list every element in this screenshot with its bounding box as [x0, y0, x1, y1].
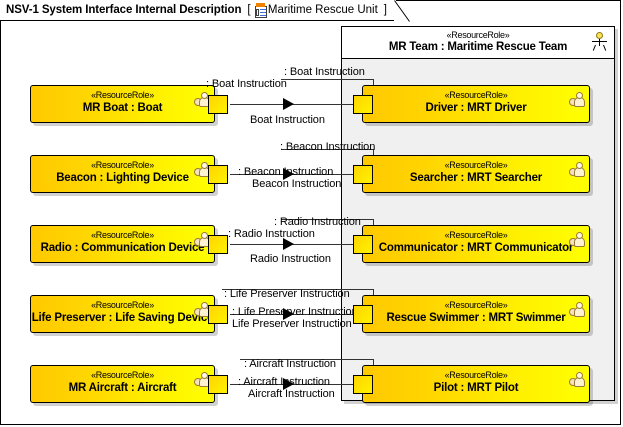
port-mr-boat[interactable]: [208, 95, 228, 114]
connector-label-top-3: : Radio Instruction: [274, 216, 361, 228]
part-stereotype: «ResourceRole»: [91, 370, 154, 380]
part-stereotype: «ResourceRole»: [444, 230, 508, 240]
part-stereotype: «ResourceRole»: [444, 90, 508, 100]
role-icon: [569, 232, 587, 248]
port-life-preserver[interactable]: [208, 305, 228, 324]
connector-arrow-2: [283, 168, 294, 180]
connector-wire-5[interactable]: [230, 384, 362, 385]
part-name: Searcher : MRT Searcher: [409, 172, 543, 184]
port-beacon[interactable]: [208, 165, 228, 184]
connector-label-bottom-3: Radio Instruction: [250, 253, 331, 265]
part-radio[interactable]: «ResourceRole» Radio : Communication Dev…: [30, 225, 215, 263]
part-rescue-swimmer[interactable]: «ResourceRole» Rescue Swimmer : MRT Swim…: [362, 295, 590, 333]
role-icon: [569, 92, 587, 108]
connector-arrow-4: [283, 308, 294, 320]
connector-label-source-2: : Beacon Instruction: [238, 166, 334, 178]
part-driver[interactable]: «ResourceRole» Driver : MRT Driver: [362, 85, 590, 123]
part-life-preserver[interactable]: «ResourceRole» Life Preserver : Life Sav…: [30, 295, 215, 333]
container-mr-team[interactable]: «ResourceRole» MR Team : Maritime Rescue…: [341, 26, 615, 401]
connector-label-source-3: : Radio Instruction: [228, 228, 315, 240]
role-icon: [569, 162, 587, 178]
connector-label-source-1: : Boat Instruction: [206, 78, 287, 90]
part-name: Communicator : MRT Communicator: [378, 242, 574, 254]
container-name: MR Team : Maritime Rescue Team: [388, 41, 568, 53]
port-rescue-swimmer[interactable]: [353, 305, 373, 324]
part-name: Life Preserver : Life Saving Device: [31, 312, 214, 324]
connector-top-rule-4: [222, 289, 373, 290]
title-tab-slant: [394, 0, 410, 22]
part-stereotype: «ResourceRole»: [444, 300, 508, 310]
part-name: Beacon : Lighting Device: [56, 172, 189, 184]
connector-label-top-2: : Beacon Instruction: [280, 141, 376, 153]
connector-top-rule-2: [281, 149, 373, 150]
connector-arrow-3: [283, 238, 294, 250]
connector-label-bottom-5: Aircraft Instruction: [248, 388, 335, 400]
container-stereotype: «ResourceRole»: [446, 30, 510, 40]
connector-label-source-4: : Life Preserver Instruction: [232, 306, 358, 318]
part-pilot[interactable]: «ResourceRole» Pilot : MRT Pilot: [362, 365, 590, 403]
part-beacon[interactable]: «ResourceRole» Beacon : Lighting Device: [30, 155, 215, 193]
connector-top-rule-3: [281, 219, 373, 220]
part-communicator[interactable]: «ResourceRole» Communicator : MRT Commun…: [362, 225, 590, 263]
connector-label-top-4: : Life Preserver Instruction: [224, 288, 350, 300]
part-name: Radio : Communication Device: [40, 242, 205, 254]
port-mr-aircraft[interactable]: [208, 375, 228, 394]
connector-label-bottom-1: Boat Instruction: [250, 114, 325, 126]
port-pilot[interactable]: [353, 375, 373, 394]
connector-wire-4[interactable]: [230, 314, 362, 315]
part-stereotype: «ResourceRole»: [91, 300, 154, 310]
connector-wire-1[interactable]: [230, 104, 362, 105]
connector-label-top-1: : Boat Instruction: [284, 66, 365, 78]
port-driver[interactable]: [353, 95, 373, 114]
connector-top-rule-1: [281, 79, 373, 80]
role-icon: [569, 372, 587, 388]
part-name: MR Boat : Boat: [82, 102, 163, 114]
connector-top-rule-5: [240, 359, 373, 360]
part-stereotype: «ResourceRole»: [444, 160, 508, 170]
part-stereotype: «ResourceRole»: [91, 90, 154, 100]
connector-arrow-1: [283, 98, 294, 110]
connector-arrow-5: [283, 378, 294, 390]
part-name: MR Aircraft : Aircraft: [68, 382, 177, 394]
bracket-open: [: [247, 4, 251, 16]
port-communicator[interactable]: [353, 235, 373, 254]
connector-label-bottom-4: Life Preserver Instruction: [232, 318, 352, 330]
part-stereotype: «ResourceRole»: [91, 160, 154, 170]
connector-wire-2[interactable]: [230, 174, 362, 175]
page-title: NSV-1 System Interface Internal Descript…: [6, 4, 242, 16]
connector-wire-3[interactable]: [230, 244, 362, 245]
part-name: Pilot : MRT Pilot: [433, 382, 519, 394]
port-searcher[interactable]: [353, 165, 373, 184]
part-searcher[interactable]: «ResourceRole» Searcher : MRT Searcher: [362, 155, 590, 193]
part-mr-aircraft[interactable]: «ResourceRole» MR Aircraft : Aircraft: [30, 365, 215, 403]
diagram-context-label: Maritime Rescue Unit: [267, 4, 378, 16]
part-mr-boat[interactable]: «ResourceRole» MR Boat : Boat: [30, 85, 215, 123]
part-stereotype: «ResourceRole»: [91, 230, 154, 240]
part-stereotype: «ResourceRole»: [444, 370, 508, 380]
role-icon: [569, 302, 587, 318]
bracket-close: ]: [383, 4, 387, 16]
actor-icon: [591, 32, 607, 52]
connector-label-top-5: : Aircraft Instruction: [244, 358, 336, 370]
part-name: Rescue Swimmer : MRT Swimmer: [386, 312, 566, 324]
port-radio[interactable]: [208, 235, 228, 254]
report-icon: [254, 2, 267, 18]
part-name: Driver : MRT Driver: [425, 102, 527, 114]
role-icon: [194, 162, 212, 178]
role-icon: [194, 92, 212, 108]
diagram-title-bar[interactable]: NSV-1 System Interface Internal Descript…: [0, 0, 396, 21]
role-icon: [194, 232, 212, 248]
connector-label-source-5: : Aircraft Instruction: [238, 376, 330, 388]
container-header: «ResourceRole» MR Team : Maritime Rescue…: [342, 27, 614, 59]
connector-label-bottom-2: Beacon Instruction: [252, 178, 342, 190]
